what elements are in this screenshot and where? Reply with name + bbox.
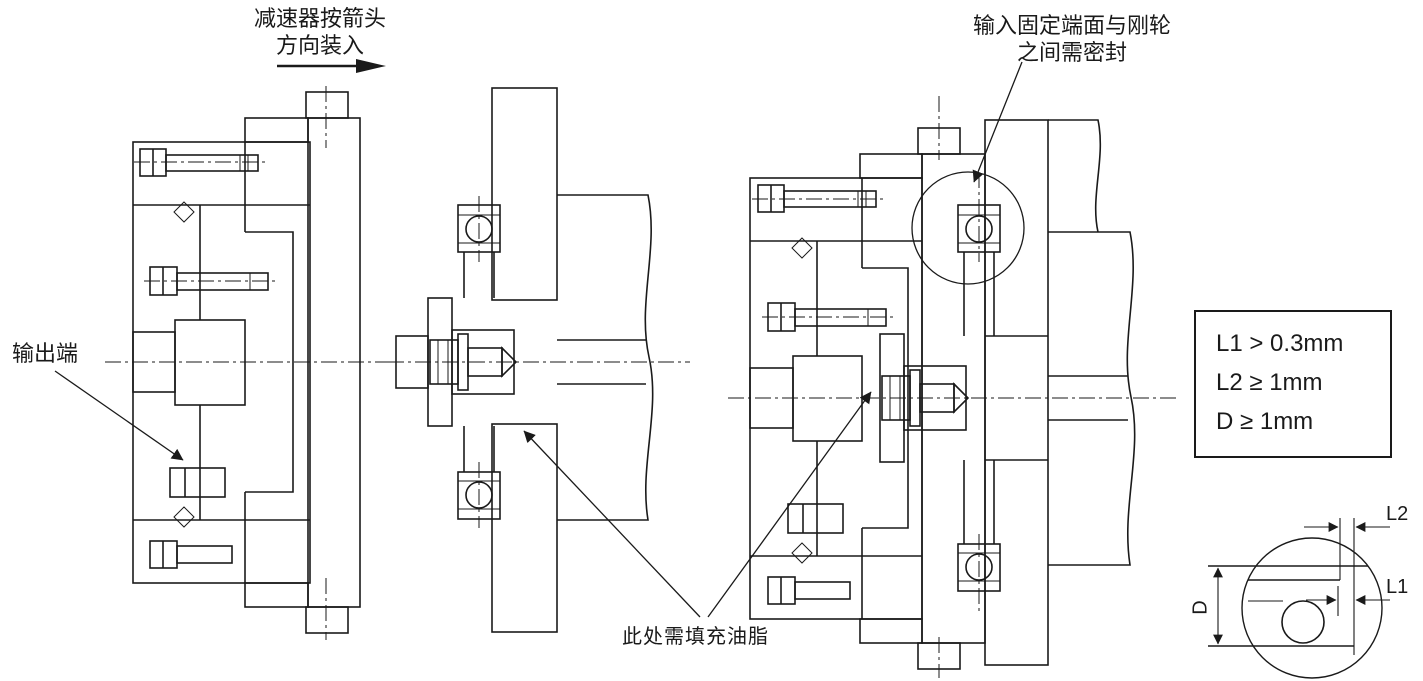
leader-lines [54, 61, 1023, 618]
install-direction-note: 减速器按箭头 方向装入 [225, 5, 415, 59]
install-direction-line2: 方向装入 [275, 33, 364, 58]
seal-note-line1: 输入固定端面与刚轮 [972, 13, 1171, 38]
install-direction-line1: 减速器按箭头 [253, 6, 386, 31]
dimension-lines [1213, 522, 1390, 645]
grease-note: 此处需填充油脂 [622, 626, 769, 648]
spec-box: L1 > 0.3mm L2 ≥ 1mm D ≥ 1mm [1194, 310, 1392, 458]
output-end-leader [54, 370, 184, 461]
dimension-label-l1: L1 [1386, 576, 1409, 598]
grease-leader-left [523, 430, 701, 618]
detail-magnified-view [1208, 518, 1390, 679]
assembled-section-view [749, 119, 1136, 670]
centerlines [105, 86, 1180, 678]
seal-note: 输入固定端面与刚轮 之间需密封 [962, 12, 1182, 66]
detail-highlight-circle [911, 171, 1025, 285]
grease-leader-right [707, 391, 872, 618]
spec-line-l2: L2 ≥ 1mm [1216, 369, 1323, 396]
seal-note-leader [972, 61, 1023, 183]
seal-note-line2: 之间需密封 [1016, 40, 1127, 65]
dimension-label-l2: L2 [1386, 503, 1409, 525]
spec-line-d: D ≥ 1mm [1216, 408, 1314, 435]
output-end-label: 输出端 [12, 341, 79, 366]
direction-arrow-icon [277, 59, 386, 73]
dimension-label-d: D [1189, 600, 1212, 615]
wave-generator-section-view [395, 87, 654, 633]
spec-line-l1: L1 > 0.3mm [1216, 330, 1344, 357]
